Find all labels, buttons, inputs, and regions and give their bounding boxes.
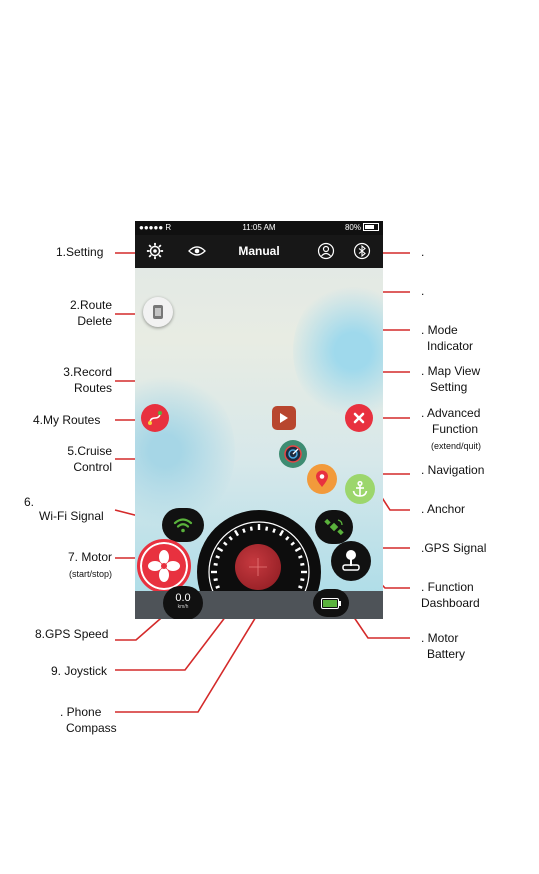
compass-tick	[215, 555, 220, 559]
compass-tick	[216, 546, 224, 553]
map-pin-icon	[316, 470, 328, 487]
nav-bar: Manual	[135, 235, 383, 268]
advanced-function-button[interactable]	[345, 404, 373, 432]
bluetooth-icon[interactable]	[352, 241, 372, 261]
wifi-icon	[173, 518, 193, 533]
battery-icon	[321, 597, 341, 609]
phone-screen: ●●●●● R 11:05 AM 80% Manual	[135, 221, 383, 619]
anchor-icon	[352, 480, 368, 497]
gps-signal-indicator	[315, 510, 353, 544]
battery-icon	[363, 223, 379, 231]
compass-tick	[265, 526, 269, 531]
label-bluetooth: .	[421, 245, 425, 259]
gear-icon[interactable]	[145, 241, 165, 261]
speed-value: 0.0	[175, 592, 191, 604]
close-icon	[353, 412, 365, 424]
compass-tick	[233, 529, 240, 537]
compass-tick	[272, 528, 276, 533]
my-routes-button[interactable]	[141, 404, 169, 432]
compass-tick	[298, 585, 303, 589]
status-time: 11:05 AM	[242, 223, 276, 232]
label-profile: .	[421, 284, 425, 298]
label-motor: 7. Motor(start/stop)	[67, 550, 112, 579]
map-water	[293, 281, 383, 421]
compass-tick	[242, 528, 246, 533]
label-gps-signal: .GPS Signal	[421, 541, 487, 555]
motor-battery-indicator	[313, 589, 349, 617]
label-navigation: . Navigation	[421, 463, 485, 477]
speedometer-icon	[284, 445, 302, 463]
compass-tick	[228, 535, 233, 541]
compass-tick	[213, 578, 218, 582]
leader-compass	[115, 601, 266, 713]
speed-unit: km/h	[177, 604, 189, 610]
compass-tick	[215, 585, 220, 589]
compass-tick	[300, 562, 305, 566]
compass-tick	[278, 529, 285, 537]
label-anchor: . Anchor	[421, 502, 466, 516]
leader-gps-speed	[115, 611, 169, 641]
status-battery: 80%	[345, 221, 379, 235]
compass-tick	[298, 555, 303, 559]
compass-tick	[300, 578, 305, 582]
compass-tick	[213, 562, 218, 566]
label-wifi-signal-num: 6.	[24, 495, 35, 509]
label-wifi-signal: Wi-Fi Signal	[39, 509, 104, 523]
mode-indicator: Manual	[238, 244, 280, 258]
navigation-button[interactable]	[307, 464, 337, 494]
compass-tick	[222, 541, 228, 546]
route-icon	[148, 411, 162, 425]
label-my-routes: 4.My Routes	[33, 413, 101, 427]
compass-tick	[249, 526, 253, 531]
compass-tick	[285, 535, 290, 541]
play-icon	[280, 413, 288, 423]
label-joystick: 9. Joystick	[51, 664, 108, 678]
eye-icon[interactable]	[187, 241, 207, 261]
profile-icon[interactable]	[316, 241, 336, 261]
satellite-icon	[324, 518, 344, 536]
trash-icon	[153, 305, 163, 319]
joystick-icon	[342, 550, 360, 571]
function-dashboard-button[interactable]	[331, 541, 371, 581]
label-setting: 1.Setting	[56, 245, 104, 259]
fan-icon	[148, 550, 180, 582]
anchor-button[interactable]	[345, 474, 375, 504]
map-water	[135, 371, 235, 531]
wifi-signal-indicator	[162, 508, 204, 542]
record-routes-button[interactable]	[272, 406, 296, 430]
joystick-knob[interactable]	[235, 544, 281, 590]
route-delete-button[interactable]	[143, 297, 173, 327]
signal-strength: ●●●●● R	[139, 223, 172, 232]
motor-start-stop-button[interactable]	[137, 539, 191, 593]
label-gps-speed: 8.GPS Speed	[35, 627, 109, 641]
gps-speed-display: 0.0 km/h	[163, 586, 203, 619]
cruise-control-button[interactable]	[279, 440, 307, 468]
status-bar: ●●●●● R 11:05 AM 80%	[135, 221, 383, 235]
compass-tick	[294, 546, 302, 553]
compass-tick	[290, 541, 296, 546]
